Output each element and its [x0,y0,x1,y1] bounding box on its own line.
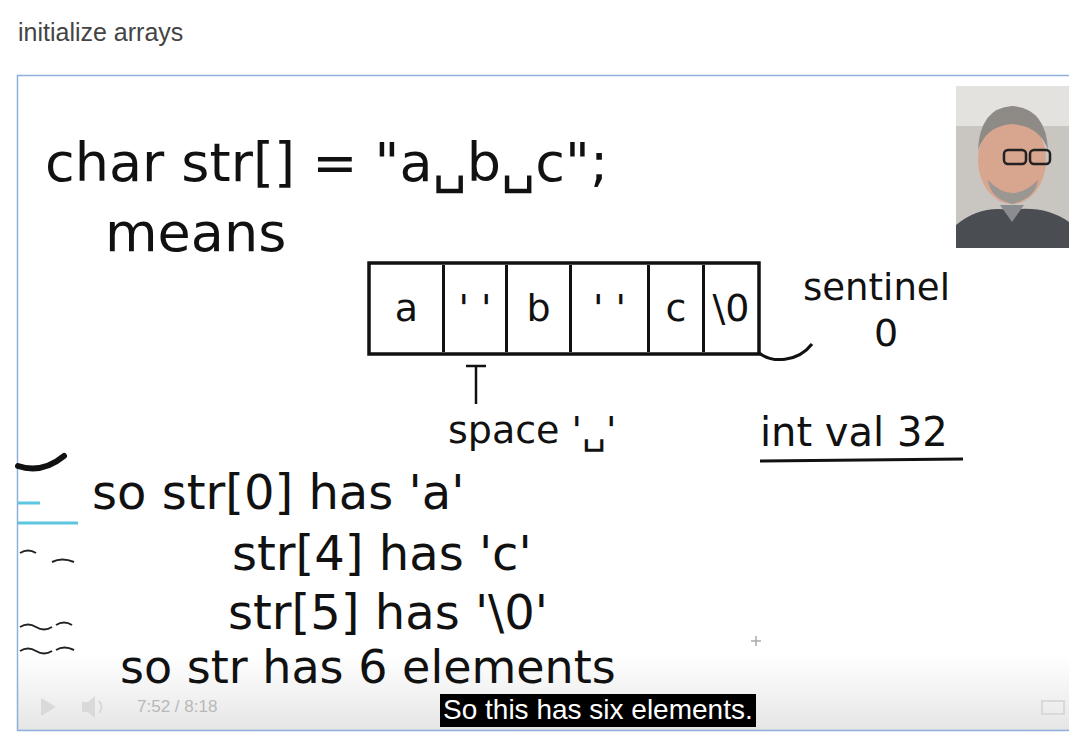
cell-value: ' ' [459,288,492,330]
code-line: char str[] = "a␣b␣c"; [45,133,608,192]
margin-tilde [20,551,74,563]
note-text: str[5] has '\0' [228,586,548,639]
margin-check [18,456,64,468]
volume-wave [99,701,102,713]
margin-tilde [20,623,72,630]
note-text: int val 32 [760,410,948,454]
cell-value: \0 [713,288,750,330]
margin-mark [18,502,40,505]
note-text: means [105,203,286,262]
array-cell: \0 [705,265,757,352]
cursor-mark [751,636,761,646]
margin-mark [18,522,78,525]
video-time: 7:52 / 8:18 [137,698,217,717]
video-frame [18,76,1069,731]
underline [760,459,963,461]
array-cell: ' ' [445,265,508,352]
note-text: so str has 6 elements [120,642,616,693]
note-text: str[4] has 'c' [232,527,532,580]
array-outline [369,263,759,354]
note-text: 0 [874,313,898,355]
fullscreen-icon [1042,701,1064,714]
volume-icon [82,696,95,718]
webcam-thumbnail [956,86,1069,248]
array-cell: b [508,265,572,352]
space-pointer [466,366,486,404]
array-cell: c [650,265,705,352]
margin-tilde [20,648,74,654]
cell-value: ' ' [593,288,626,330]
page-title: initialize arrays [18,19,183,47]
subtitle-caption: So this has six elements. [440,694,756,727]
cell-value: c [666,288,687,330]
play-icon [41,698,56,716]
sentinel-curve [758,344,812,360]
cell-value: b [526,288,550,330]
array-cell: ' ' [572,265,650,352]
note-text: so str[0] has 'a' [92,466,464,519]
note-text: space '␣' [448,410,617,452]
cell-value: a [395,288,418,330]
array-cell: a [371,265,445,352]
note-text: sentinel [803,268,950,309]
